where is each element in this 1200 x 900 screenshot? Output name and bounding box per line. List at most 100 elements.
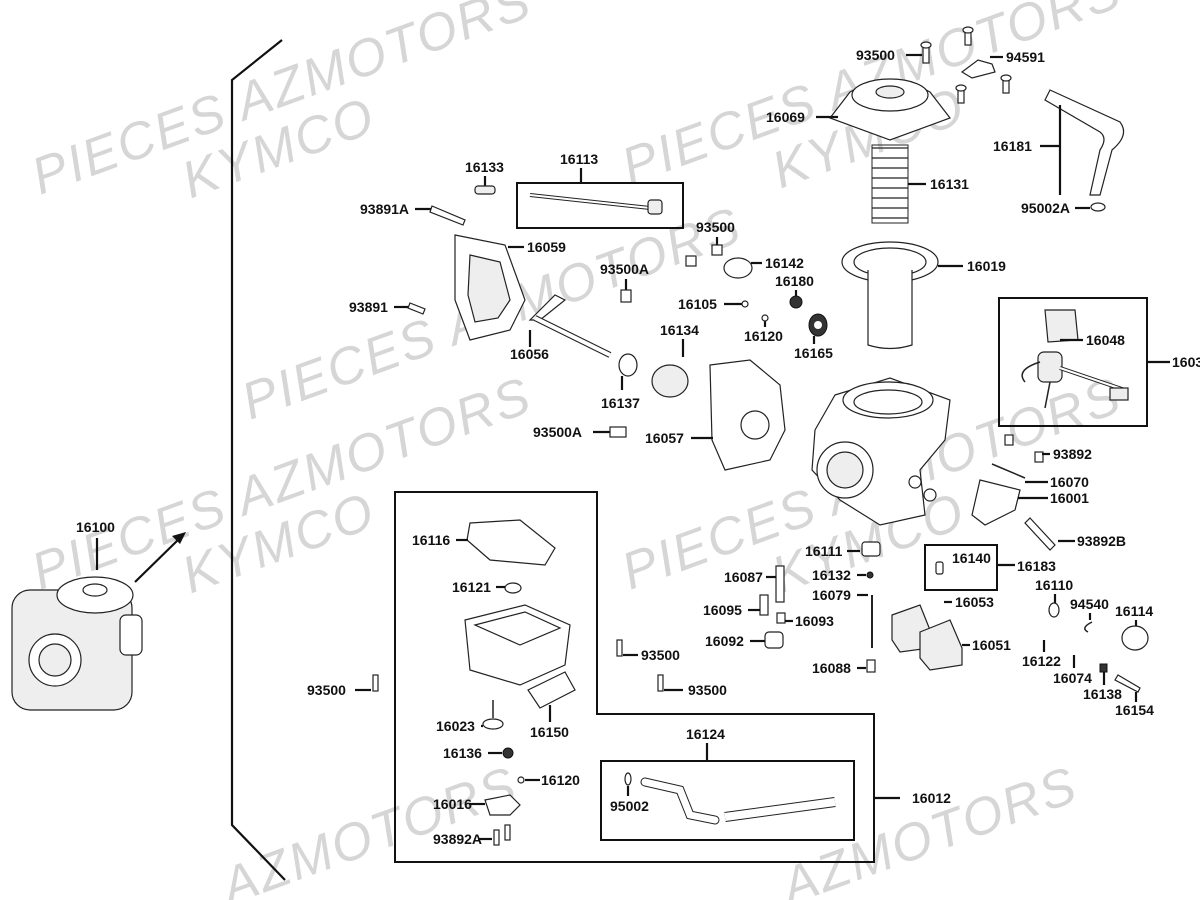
part-16140[interactable] xyxy=(935,561,944,575)
part-label-93500A[interactable]: 93500A xyxy=(600,261,649,277)
part-label-93500[interactable]: 93500 xyxy=(688,682,727,698)
part-label-16057[interactable]: 16057 xyxy=(645,430,684,446)
part-label-93500[interactable]: 93500 xyxy=(696,219,735,235)
part-label-16137[interactable]: 16137 xyxy=(601,395,640,411)
part-label-93892B[interactable]: 93892B xyxy=(1077,533,1126,549)
spring-16134[interactable] xyxy=(651,364,689,398)
part-label-16142[interactable]: 16142 xyxy=(765,255,804,271)
bushing-16137[interactable] xyxy=(618,353,638,377)
screw-icon[interactable] xyxy=(620,289,632,303)
part-label-16001[interactable]: 16001 xyxy=(1050,490,1089,506)
part-16180[interactable] xyxy=(789,295,803,309)
bracket-94591[interactable] xyxy=(960,59,996,79)
part-label-16048[interactable]: 16048 xyxy=(1086,332,1125,348)
part-label-95002A[interactable]: 95002A xyxy=(1021,200,1070,216)
jet-16088[interactable] xyxy=(866,659,876,673)
part-label-16069[interactable]: 16069 xyxy=(766,109,805,125)
holder-16092[interactable] xyxy=(764,631,784,649)
screw-icon[interactable] xyxy=(657,674,664,692)
part-label-94540[interactable]: 94540 xyxy=(1070,596,1109,612)
part-label-94591[interactable]: 94591 xyxy=(1006,49,1045,65)
plate-16142[interactable] xyxy=(723,257,753,279)
part-label-16138[interactable]: 16138 xyxy=(1083,686,1122,702)
spring-16138[interactable] xyxy=(1099,663,1108,673)
part-label-16114[interactable]: 16114 xyxy=(1115,603,1153,619)
part-16132[interactable] xyxy=(866,571,874,579)
float-16051[interactable] xyxy=(891,604,963,671)
bolt-93892B[interactable] xyxy=(1024,517,1056,551)
bolt-93891A[interactable] xyxy=(429,205,466,226)
part-label-16121[interactable]: 16121 xyxy=(452,579,491,595)
screw-icon[interactable] xyxy=(920,26,1012,104)
oring-16110[interactable] xyxy=(1048,602,1060,618)
vacuum-piston-16019[interactable] xyxy=(841,241,939,350)
part-label-16012[interactable]: 16012 xyxy=(912,790,951,806)
float-bowl[interactable] xyxy=(464,604,571,686)
cap-16121[interactable] xyxy=(504,582,522,594)
bracket-16001[interactable] xyxy=(971,479,1021,526)
part-label-16056[interactable]: 16056 xyxy=(510,346,549,362)
bolt-93891[interactable] xyxy=(407,302,426,315)
part-label-16180[interactable]: 16180 xyxy=(775,273,814,289)
jet-16093[interactable] xyxy=(776,612,786,624)
part-label-16150[interactable]: 16150 xyxy=(530,724,569,740)
carburetor-body[interactable] xyxy=(811,377,951,526)
part-label-16122[interactable]: 16122 xyxy=(1022,653,1061,669)
screw-icon[interactable] xyxy=(504,824,511,841)
part-label-93500[interactable]: 93500 xyxy=(307,682,346,698)
part-label-16088[interactable]: 16088 xyxy=(812,660,851,676)
valve-16023[interactable] xyxy=(482,718,504,730)
screw-icon[interactable] xyxy=(493,829,500,846)
part-label-95002[interactable]: 95002 xyxy=(610,798,649,814)
part-label-16019[interactable]: 16019 xyxy=(967,258,1006,274)
part-label-1603[interactable]: 1603 xyxy=(1172,354,1200,370)
part-label-93892A[interactable]: 93892A xyxy=(433,831,482,847)
part-label-16092[interactable]: 16092 xyxy=(705,633,744,649)
part-label-16116[interactable]: 16116 xyxy=(412,532,450,548)
clip-94540[interactable] xyxy=(1084,621,1093,633)
screw-icon[interactable] xyxy=(711,244,723,256)
part-label-93891[interactable]: 93891 xyxy=(349,299,388,315)
part-label-16134[interactable]: 16134 xyxy=(660,322,699,338)
part-label-93500[interactable]: 93500 xyxy=(856,47,895,63)
part-16120[interactable] xyxy=(517,776,525,784)
part-label-16133[interactable]: 16133 xyxy=(465,159,504,175)
part-label-93500[interactable]: 93500 xyxy=(641,647,680,663)
part-label-16093[interactable]: 16093 xyxy=(795,613,834,629)
choke-16033[interactable] xyxy=(1021,351,1129,409)
part-label-93500A[interactable]: 93500A xyxy=(533,424,582,440)
part-label-16016[interactable]: 16016 xyxy=(433,796,472,812)
part-16105[interactable] xyxy=(741,300,749,308)
screw-icon[interactable] xyxy=(616,639,623,657)
part-16111[interactable] xyxy=(861,541,881,557)
part-label-93891A[interactable]: 93891A xyxy=(360,201,409,217)
clamp-95002[interactable] xyxy=(624,772,632,786)
part-16136[interactable] xyxy=(502,747,514,759)
part-label-16053[interactable]: 16053 xyxy=(955,594,994,610)
part-label-16120[interactable]: 16120 xyxy=(541,772,580,788)
jet-16087[interactable] xyxy=(775,565,785,603)
part-label-16095[interactable]: 16095 xyxy=(703,602,742,618)
part-label-16100[interactable]: 16100 xyxy=(76,519,115,535)
screw-icon[interactable] xyxy=(372,674,379,692)
spring-16133[interactable] xyxy=(474,185,496,195)
screw-93892[interactable] xyxy=(1034,451,1044,463)
hose-16181[interactable] xyxy=(1044,89,1125,196)
part-label-16140[interactable]: 16140 xyxy=(952,550,991,566)
part-label-16070[interactable]: 16070 xyxy=(1050,474,1089,490)
part-label-16111[interactable]: 16111 xyxy=(805,543,843,559)
part-label-93892[interactable]: 93892 xyxy=(1053,446,1092,462)
cap-16114[interactable] xyxy=(1121,625,1149,651)
part-label-16110[interactable]: 16110 xyxy=(1035,577,1073,593)
part-label-16165[interactable]: 16165 xyxy=(794,345,833,361)
part-label-16120[interactable]: 16120 xyxy=(744,328,783,344)
clamp-95002A[interactable] xyxy=(1090,202,1106,212)
screw-icon[interactable] xyxy=(1004,434,1014,446)
part-label-16074[interactable]: 16074 xyxy=(1053,670,1092,686)
cap-16048[interactable] xyxy=(1044,309,1079,343)
part-label-16183[interactable]: 16183 xyxy=(1017,558,1056,574)
screw-icon[interactable] xyxy=(685,255,697,267)
cover-16016[interactable] xyxy=(484,794,521,816)
carburetor-assembly-image[interactable] xyxy=(11,576,143,711)
part-label-16105[interactable]: 16105 xyxy=(678,296,717,312)
